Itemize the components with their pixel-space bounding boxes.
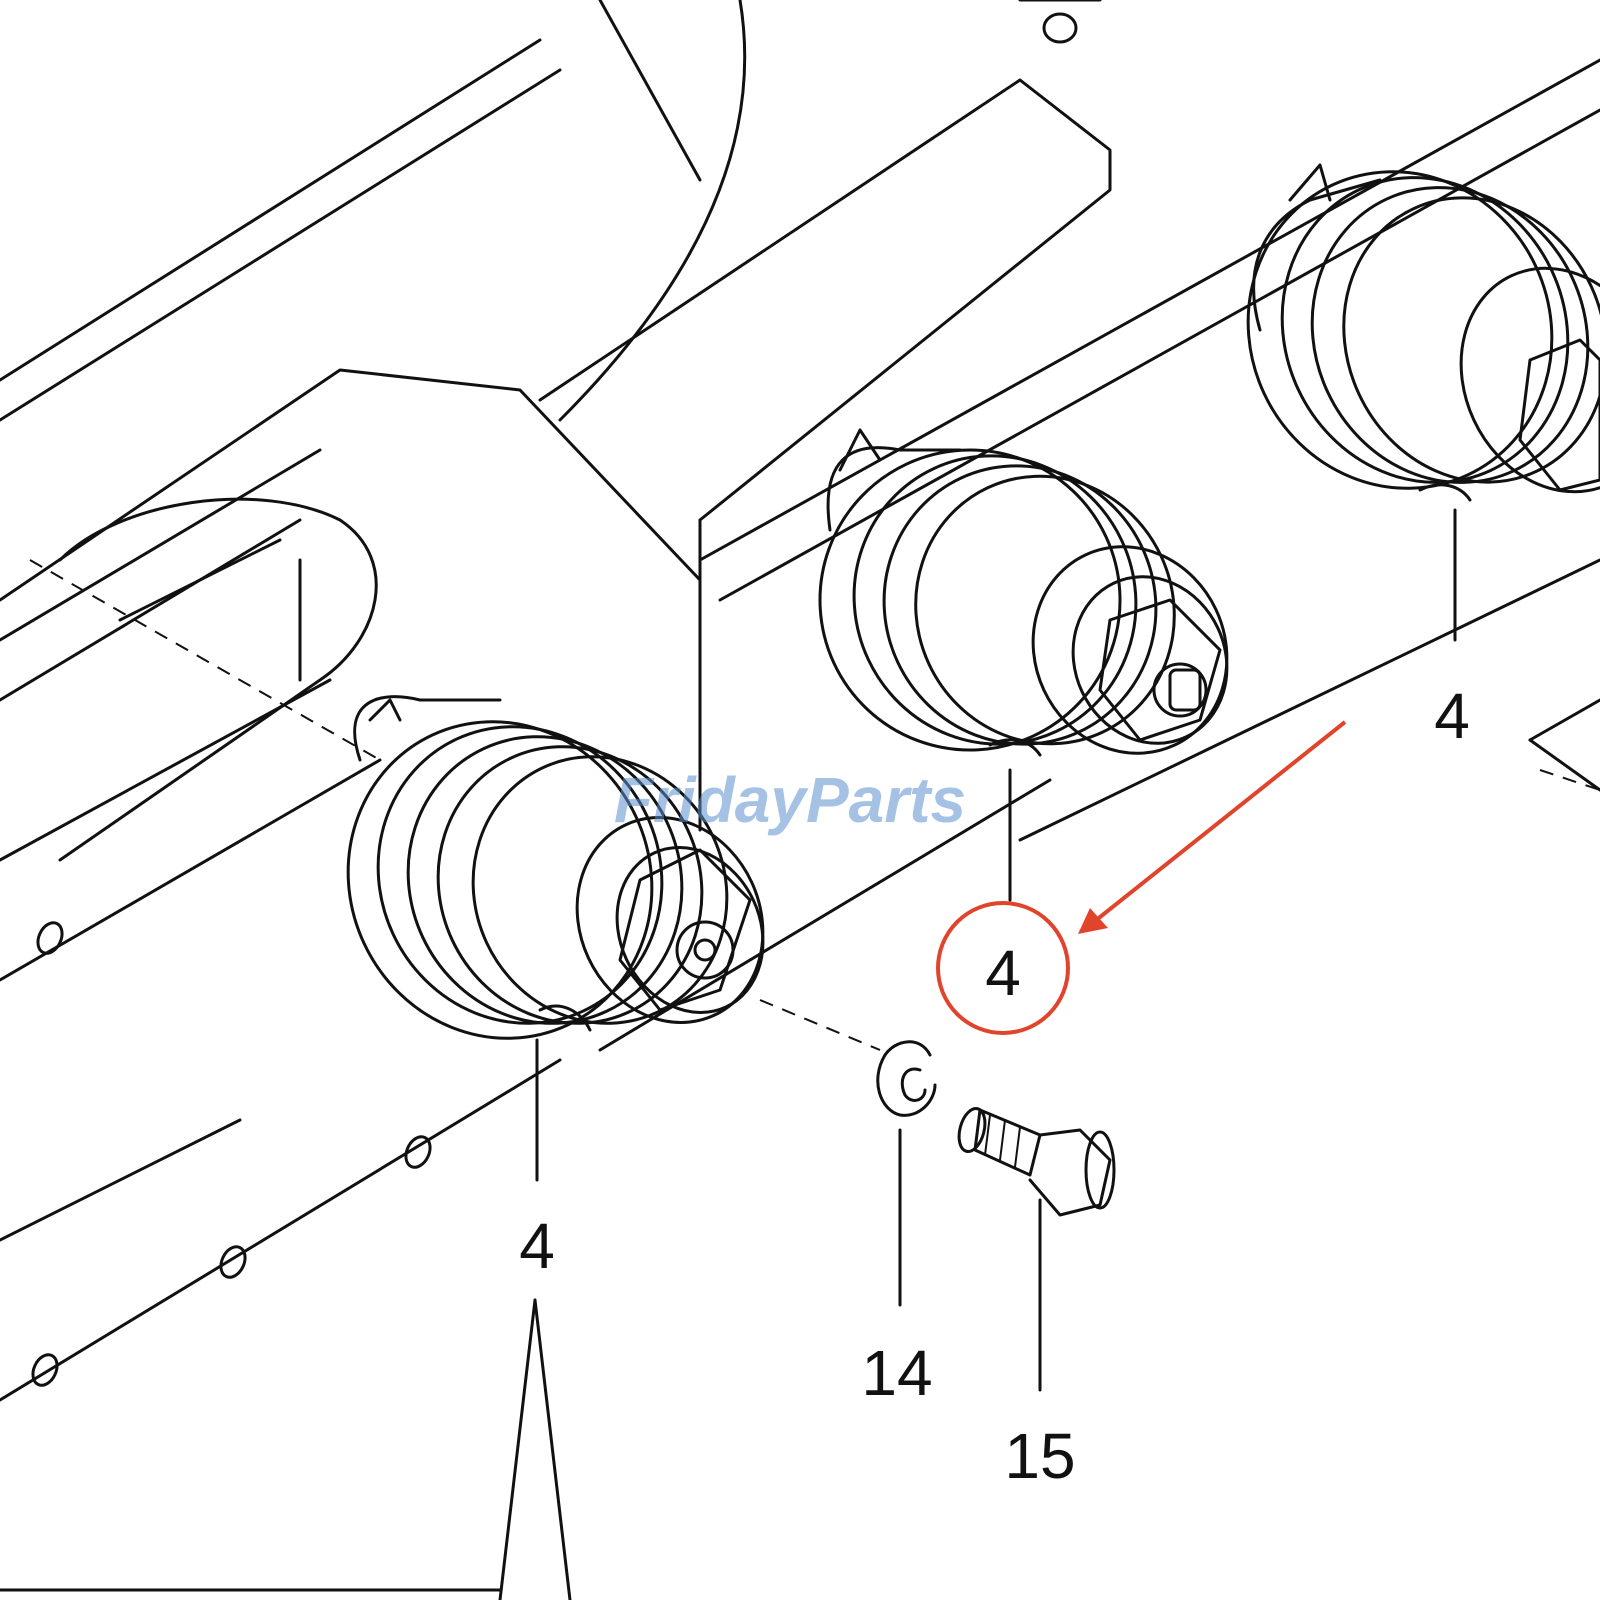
bolt-part bbox=[957, 1107, 1116, 1217]
track-roller-right bbox=[1246, 163, 1600, 502]
arrow-head-icon bbox=[1078, 908, 1108, 934]
watermark-logo: FridayParts bbox=[614, 764, 966, 836]
highlight-arrow-shaft bbox=[1088, 720, 1347, 927]
center-lines bbox=[29, 559, 1600, 1051]
frame-holes bbox=[31, 12, 1078, 1387]
callout-roller-right: 4 bbox=[1434, 680, 1470, 752]
track-roller-lower-left bbox=[346, 695, 765, 1040]
callout-bolt: 15 bbox=[1004, 1420, 1075, 1492]
highlight-circle bbox=[936, 901, 1070, 1035]
leader-lines bbox=[498, 508, 1457, 1602]
highlight-annotation bbox=[936, 720, 1347, 1035]
track-roller-center bbox=[818, 428, 1229, 757]
callout-roller-lower-left: 4 bbox=[519, 1210, 555, 1282]
callout-labels: 4 4 4 14 15 bbox=[519, 680, 1470, 1492]
callout-roller-center-highlighted: 4 bbox=[985, 937, 1021, 1009]
callout-snap-ring: 14 bbox=[861, 1337, 932, 1409]
snap-ring-part bbox=[876, 1040, 937, 1117]
